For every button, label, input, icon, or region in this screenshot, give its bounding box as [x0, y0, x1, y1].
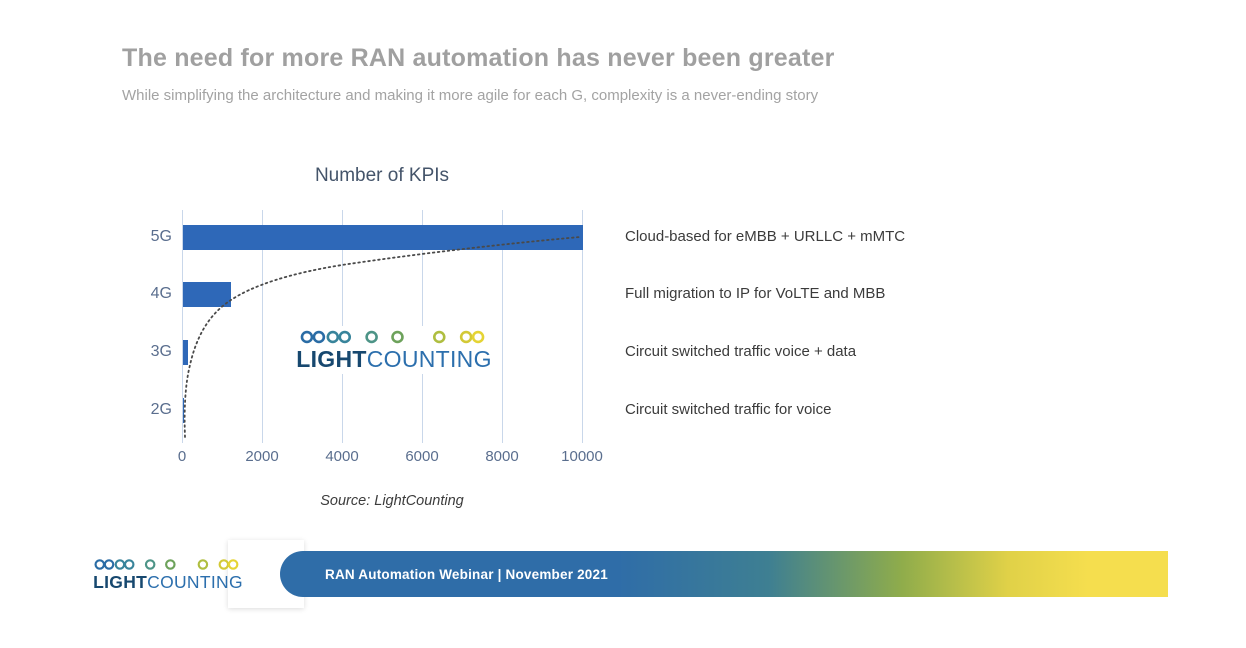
gridline-10000	[582, 210, 583, 443]
lightcounting-wordmark: LIGHTCOUNTING	[296, 346, 492, 372]
x-tick-2000: 2000	[245, 448, 279, 465]
x-tick-8000: 8000	[485, 448, 519, 465]
source-note: Source: LightCounting	[320, 493, 464, 509]
footer-banner-text: RAN Automation Webinar | November 2021	[325, 566, 608, 582]
y-axis-label-2g: 2G	[150, 401, 172, 418]
lightcounting-footer-logo: LIGHTCOUNTING	[90, 558, 246, 593]
lightcounting-wordmark: LIGHTCOUNTING	[93, 572, 243, 592]
x-tick-10000: 10000	[561, 448, 603, 465]
lightcounting-chain-icon	[297, 330, 491, 344]
bar-chart-plot-area	[182, 210, 583, 443]
lightcounting-logo: LIGHTCOUNTING	[294, 326, 494, 374]
x-tick-6000: 6000	[405, 448, 439, 465]
gridline-2000	[262, 210, 263, 443]
annotation-2g: Circuit switched traffic for voice	[625, 401, 832, 418]
lightcounting-chain-icon	[92, 559, 244, 570]
slide-title: The need for more RAN automation has nev…	[122, 44, 835, 72]
bar-5g	[183, 225, 583, 250]
gridline-0	[182, 210, 183, 443]
y-axis-label-5g: 5G	[150, 228, 172, 245]
x-tick-0: 0	[177, 448, 187, 465]
annotation-4g: Full migration to IP for VoLTE and MBB	[625, 285, 886, 302]
annotation-5g: Cloud-based for eMBB + URLLC + mMTC	[625, 228, 906, 245]
y-axis-label-4g: 4G	[150, 285, 172, 302]
y-axis-label-3g: 3G	[150, 343, 172, 360]
chart-title: Number of KPIs	[314, 165, 450, 186]
trend-curve	[183, 236, 581, 438]
slide-subtitle: While simplifying the architecture and m…	[122, 87, 819, 104]
bar-3g	[183, 340, 188, 365]
footer-banner: RAN Automation Webinar | November 2021	[280, 551, 1168, 597]
annotation-3g: Circuit switched traffic voice + data	[625, 343, 857, 360]
gridline-8000	[502, 210, 503, 443]
x-tick-4000: 4000	[325, 448, 359, 465]
bar-4g	[183, 282, 231, 307]
